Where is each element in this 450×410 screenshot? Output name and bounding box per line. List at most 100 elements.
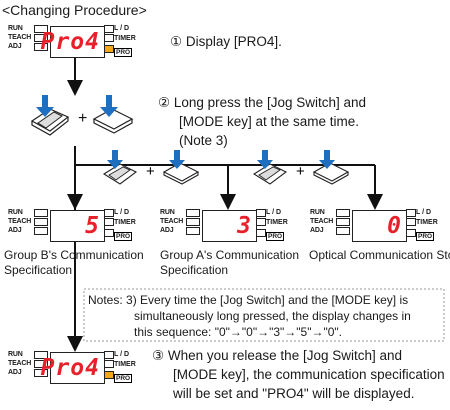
step3-number: ③ <box>152 348 165 363</box>
page-title: <Changing Procedure> <box>2 2 147 18</box>
pro-led <box>256 229 266 237</box>
pro-led <box>104 229 114 237</box>
teach-label: TEACH <box>8 360 32 367</box>
step3-line1: When you release the [Jog Switch] and <box>167 348 403 363</box>
caption-group-a: Group A's Communication Specification <box>160 248 299 278</box>
ld-led <box>104 209 114 217</box>
display-value: 3 <box>237 213 252 239</box>
ld-label: L / D <box>114 25 130 32</box>
digital-display: 5 <box>50 210 105 242</box>
plus-sign: + <box>296 163 305 180</box>
teach-label: TEACH <box>310 218 334 225</box>
teach-led <box>34 34 48 42</box>
adj-label: ADJ <box>8 43 22 50</box>
step1: ① Display [PRO4]. <box>170 32 282 51</box>
run-led <box>34 25 48 33</box>
pro-label: PRO <box>416 232 435 241</box>
teach-label: TEACH <box>8 218 32 225</box>
timer-label: TIMER <box>266 219 288 226</box>
run-led <box>336 209 350 217</box>
plus-sign: + <box>146 163 155 180</box>
teach-led <box>34 360 48 368</box>
step2-line2: [MODE key] at the same time. <box>179 114 360 129</box>
step3-line2: [MODE key], the communication specificat… <box>173 367 445 382</box>
note-line2: simultaneously long pressed, the display… <box>134 309 411 323</box>
caption-optical: Optical Communication Stop <box>309 248 450 262</box>
teach-led <box>34 218 48 226</box>
step3-line3: will be set and "PRO4" will be displayed… <box>173 386 415 401</box>
display-value: 0 <box>387 213 402 239</box>
adj-led <box>34 369 48 377</box>
timer-led <box>406 218 416 226</box>
step3: ③ When you release the [Jog Switch] and … <box>152 346 445 403</box>
device-panel-top: RUN TEACH ADJ Pro4 L / D TIMER PRO <box>8 24 136 60</box>
adj-label: ADJ <box>8 227 22 234</box>
display-value: 5 <box>85 213 100 239</box>
ld-label: L / D <box>114 351 130 358</box>
digital-display: Pro4 <box>41 26 105 58</box>
adj-label: ADJ <box>8 369 22 376</box>
caption-group-a-line2: Specification <box>160 263 229 277</box>
plus-sign: + <box>78 110 87 127</box>
digital-display: 3 <box>202 210 257 242</box>
timer-led <box>104 34 114 42</box>
teach-label: TEACH <box>160 218 184 225</box>
pro-label: PRO <box>114 374 133 383</box>
step2-line1: Long press the [Jog Switch] and <box>173 95 366 110</box>
pro-led <box>104 45 114 53</box>
step2-number: ② <box>158 95 171 110</box>
jog-switch-icon <box>252 150 288 185</box>
caption-group-b-line2: Specification <box>4 263 73 277</box>
adj-label: ADJ <box>310 227 324 234</box>
run-label: RUN <box>8 351 23 358</box>
run-label: RUN <box>160 209 175 216</box>
pro-led <box>104 371 114 379</box>
pro-label: PRO <box>266 232 285 241</box>
device-panel-group-b: RUN TEACH ADJ 5 L / D TIMER PRO <box>8 208 136 244</box>
run-led <box>34 209 48 217</box>
timer-led <box>104 218 114 226</box>
run-led <box>186 209 200 217</box>
caption-group-a-line1: Group A's Communication <box>160 248 300 262</box>
ld-label: L / D <box>266 209 282 216</box>
jog-switch-icon <box>30 95 70 136</box>
pro-label: PRO <box>114 232 133 241</box>
digital-display: Pro4 <box>41 352 105 384</box>
device-panel-group-a: RUN TEACH ADJ 3 L / D TIMER PRO <box>160 208 288 244</box>
timer-label: TIMER <box>114 219 136 226</box>
ld-led <box>406 209 416 217</box>
step2: ② Long press the [Jog Switch] and [MODE … <box>158 93 366 150</box>
digital-display: 0 <box>352 210 407 242</box>
timer-led <box>256 218 266 226</box>
notes: Notes: 3) Every time the [Jog Switch] an… <box>88 292 411 340</box>
timer-led <box>104 360 114 368</box>
jog-switch-and-mode-key-icon: + <box>30 95 134 136</box>
notes-box <box>83 288 445 342</box>
timer-label: TIMER <box>114 35 136 42</box>
ld-led <box>104 351 114 359</box>
timer-label: TIMER <box>114 361 136 368</box>
caption-group-b: Group B's Communication Specification <box>4 248 144 278</box>
adj-led <box>34 43 48 51</box>
ld-label: L / D <box>416 209 432 216</box>
caption-group-b-line1: Group B's Communication <box>4 248 144 262</box>
teach-led <box>186 218 200 226</box>
mode-key-icon <box>92 95 134 134</box>
teach-label: TEACH <box>8 34 32 41</box>
device-panel-optical: RUN TEACH ADJ 0 L / D TIMER PRO <box>310 208 438 244</box>
pro-led <box>406 229 416 237</box>
step1-number: ① <box>170 34 183 49</box>
jog-switch-icon <box>102 150 138 185</box>
ld-led <box>256 209 266 217</box>
display-value: Pro4 <box>40 29 100 55</box>
mode-key-icon <box>312 150 350 185</box>
pro-label: PRO <box>114 48 133 57</box>
note-line3: this sequence: "0"→"0"→"3"→"5"→"0". <box>134 325 343 339</box>
ld-led <box>104 25 114 33</box>
mode-key-icon <box>162 150 200 185</box>
device-panel-bottom: RUN TEACH ADJ Pro4 L / D TIMER PRO <box>8 350 136 386</box>
run-label: RUN <box>8 209 23 216</box>
ld-label: L / D <box>114 209 130 216</box>
repeat-press-icons: + + <box>102 150 350 185</box>
adj-led <box>336 227 350 235</box>
